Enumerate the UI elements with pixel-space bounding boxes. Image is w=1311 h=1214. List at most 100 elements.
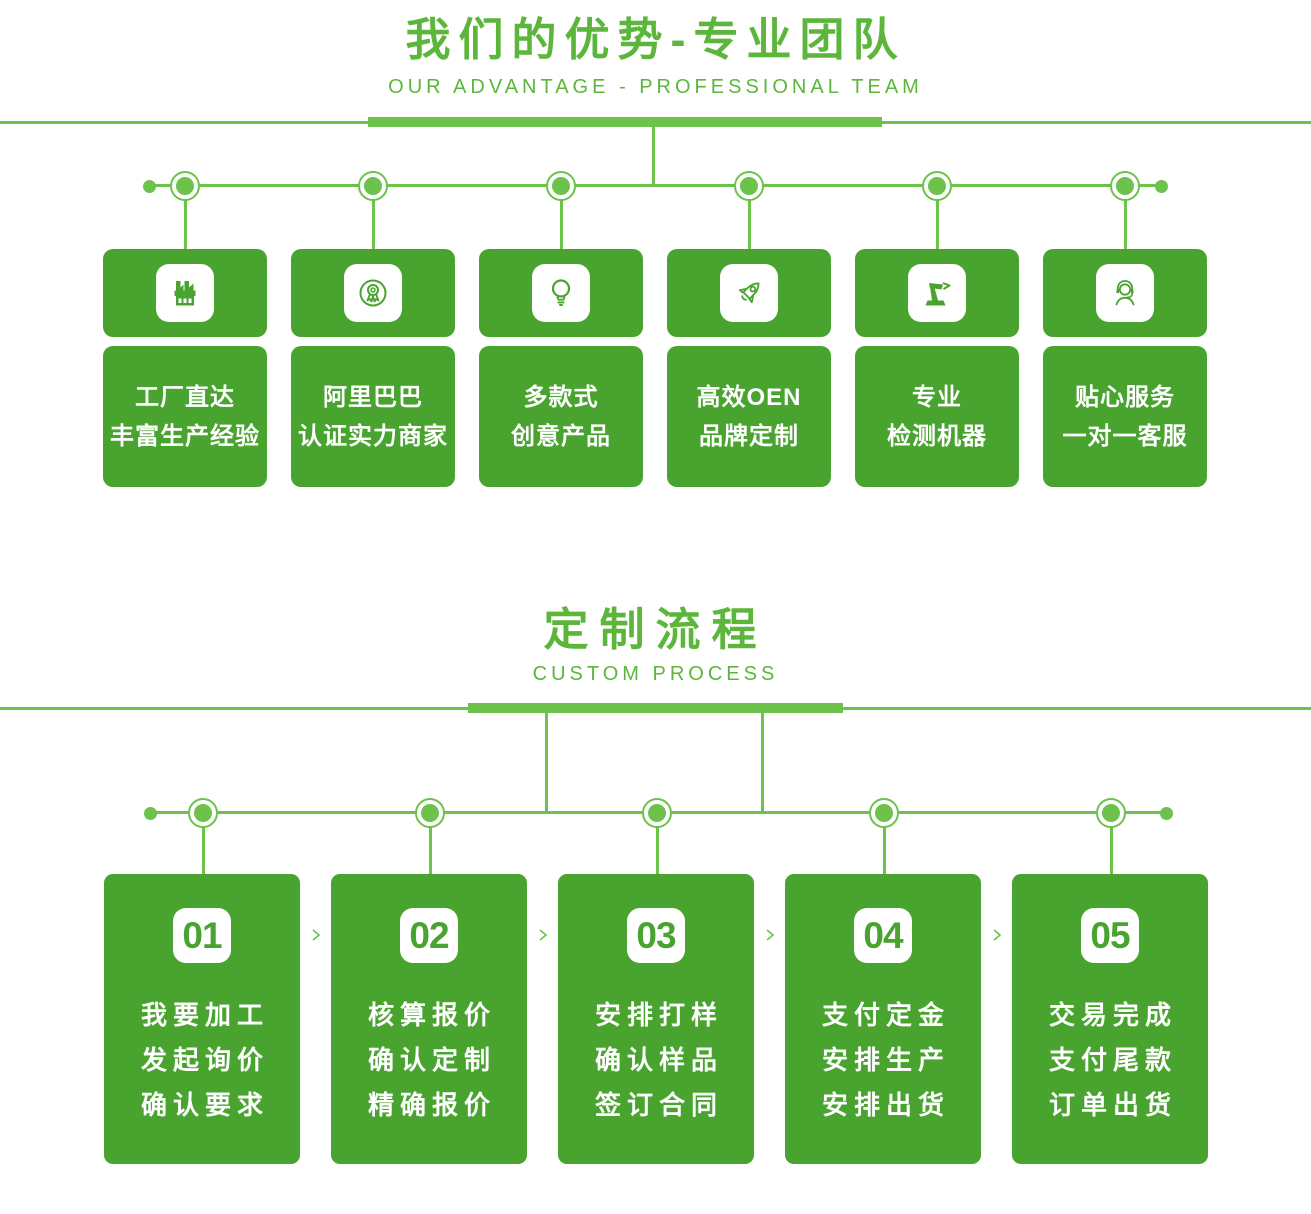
advantage-card: 工厂直达 丰富生产经验 [103,249,267,487]
connector-dot [1155,180,1168,193]
process-step-card: 03 安排打样 确认样品 签订合同 [558,874,754,1164]
advantage-text-card: 专业 检测机器 [855,346,1019,487]
advantage-text-line: 多款式 [523,383,599,411]
step-text-line: 安排打样 [594,1000,723,1030]
advantage-icon-card [479,249,643,337]
advantage-icon-card [855,249,1019,337]
connector-line [652,127,655,187]
next-step-chevron-icon [766,929,775,941]
advantage-icon-card [1043,249,1207,337]
process-subtitle: CUSTOM PROCESS [532,663,779,685]
step-text: 支付定金 安排生产 安排出货 [822,993,944,1128]
robot-arm-icon [925,282,951,306]
title-underline-bar [368,117,882,127]
rocket-icon [738,282,760,304]
advantage-text-card: 贴心服务 一对一客服 [1043,346,1207,487]
connector-node [415,798,445,828]
advantage-card: 高效OEN 品牌定制 [667,249,831,487]
factory-icon [174,281,196,306]
advantage-text-line: 创意产品 [511,422,611,450]
advantage-text-line: 品牌定制 [699,422,799,450]
advantage-icon-card [291,249,455,337]
advantage-card: 阿里巴巴 认证实力商家 [291,249,455,487]
step-text-line: 精确报价 [367,1090,496,1120]
icon-box [344,264,402,322]
connector-dot [143,180,156,193]
medal-icon [359,279,387,307]
advantage-text-line: 专业 [912,383,962,411]
next-step-chevron-icon [539,929,548,941]
advantage-text-line: 认证实力商家 [298,422,448,450]
step-text-line: 安排生产 [821,1045,950,1075]
advantage-text-line: 工厂直达 [135,383,235,411]
step-number-badge: 03 [627,908,685,963]
connector-node [869,798,899,828]
advantage-text-card: 高效OEN 品牌定制 [667,346,831,487]
connector-node [1096,798,1126,828]
process-step-card: 02 核算报价 确认定制 精确报价 [331,874,527,1164]
connector-line [372,186,375,249]
step-text-line: 签订合同 [594,1090,723,1120]
headset-icon [1115,280,1135,306]
step-text: 核算报价 确认定制 精确报价 [368,993,490,1128]
icon-box [720,264,778,322]
connector-line [184,186,187,249]
step-text-line: 我要加工 [140,1000,269,1030]
step-text-line: 确认要求 [140,1090,269,1120]
icon-box [908,264,966,322]
advantage-title: 我们的优势-专业团队 [405,14,906,65]
step-text: 交易完成 支付尾款 订单出货 [1049,993,1171,1128]
process-step-card: 01 我要加工 发起询价 确认要求 [104,874,300,1164]
connector-line [748,186,751,249]
connector-line [656,813,659,874]
advantage-text-line: 检测机器 [887,422,987,450]
step-text-line: 核算报价 [367,1000,496,1030]
connector-node [922,171,952,201]
step-text-line: 支付尾款 [1048,1045,1177,1075]
connector-line [883,813,886,874]
connector-line [202,813,205,874]
step-text-line: 确认样品 [594,1045,723,1075]
advantage-text-line: 贴心服务 [1075,383,1175,411]
connector-line [560,186,563,249]
advantage-card: 多款式 创意产品 [479,249,643,487]
connector-node [1110,171,1140,201]
connector-node [546,171,576,201]
step-text-line: 确认定制 [367,1045,496,1075]
advantage-text-line: 一对一客服 [1062,422,1188,450]
process-title: 定制流程 [543,604,768,655]
advantage-text-card: 多款式 创意产品 [479,346,643,487]
advantage-text-line: 高效OEN [696,383,802,411]
advantage-icon-card [667,249,831,337]
connector-line [1110,813,1113,874]
connector-line [545,713,548,813]
connector-node [734,171,764,201]
connector-line [761,713,764,813]
advantage-subtitle: OUR ADVANTAGE - PROFESSIONAL TEAM [388,76,923,98]
icon-box [532,264,590,322]
step-text-line: 交易完成 [1048,1000,1177,1030]
connector-node [170,171,200,201]
connector-line [936,186,939,249]
step-text-line: 订单出货 [1048,1090,1177,1120]
process-step-card: 05 交易完成 支付尾款 订单出货 [1012,874,1208,1164]
connector-node [358,171,388,201]
step-text-line: 发起询价 [140,1045,269,1075]
connector-node [642,798,672,828]
step-text-line: 安排出货 [821,1090,950,1120]
step-number-badge: 01 [173,908,231,963]
connector-dot [144,807,157,820]
lightbulb-icon [551,279,571,306]
step-number-badge: 04 [854,908,912,963]
step-number-badge: 02 [400,908,458,963]
advantage-card: 贴心服务 一对一客服 [1043,249,1207,487]
advantage-text-line: 丰富生产经验 [110,422,260,450]
process-step-card: 04 支付定金 安排生产 安排出货 [785,874,981,1164]
step-text-line: 支付定金 [821,1000,950,1030]
icon-box [156,264,214,322]
title-underline-bar [468,703,843,713]
advantage-text-line: 阿里巴巴 [323,383,423,411]
step-text: 安排打样 确认样品 签订合同 [595,993,717,1128]
advantage-card: 专业 检测机器 [855,249,1019,487]
